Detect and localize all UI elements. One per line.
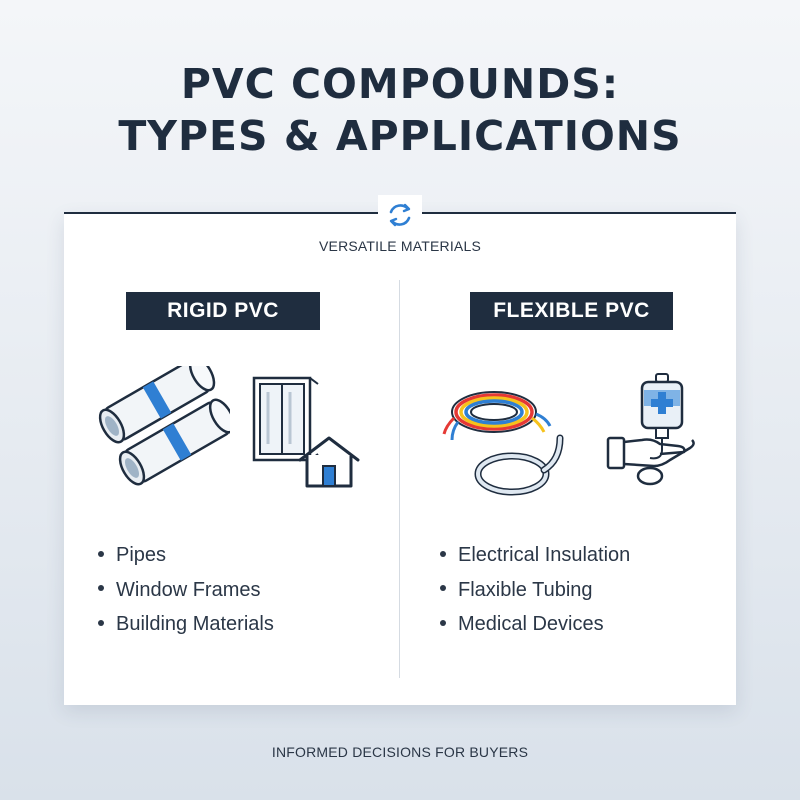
pipes-icon [98,366,230,486]
card-subtitle: VERSATILE MATERIALS [319,238,481,254]
title-line-1: PVC COMPOUNDS: [180,60,620,108]
house-icon [298,436,360,488]
list-item: Electrical Insulation [440,538,630,573]
page-title: PVC COMPOUNDS: TYPES & APPLICATIONS [0,58,800,162]
iv-bag-icon [640,373,684,460]
column-divider [399,280,400,678]
rigid-pvc-heading: RIGID PVC [126,292,320,330]
flexible-pvc-heading: FLEXIBLE PVC [470,292,673,330]
cycle-arrows-icon [378,195,422,235]
list-item: Building Materials [98,607,274,642]
flexible-pvc-list: Electrical Insulation Flaxible Tubing Me… [440,538,630,642]
list-item: Medical Devices [440,607,630,642]
hand-icon [606,436,695,486]
cable-coil-icon [442,391,552,441]
list-item: Pipes [98,538,274,573]
list-item: Window Frames [98,573,274,608]
list-item: Flaxible Tubing [440,573,630,608]
title-line-2: TYPES & APPLICATIONS [118,112,682,160]
window-frame-icon [252,376,319,462]
rigid-pvc-list: Pipes Window Frames Building Materials [98,538,274,642]
tubing-icon [474,434,564,496]
footer-tagline: INFORMED DECISIONS FOR BUYERS [271,744,529,760]
